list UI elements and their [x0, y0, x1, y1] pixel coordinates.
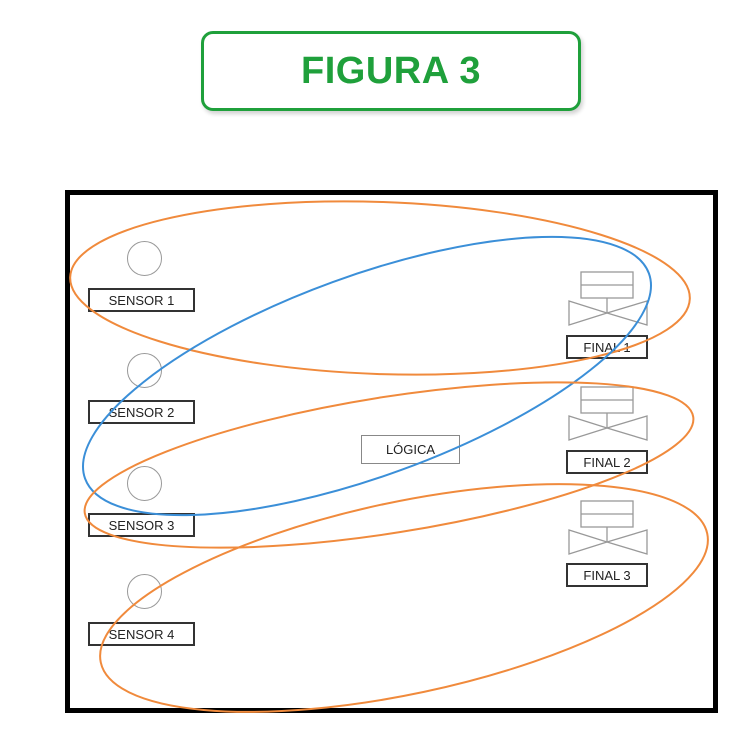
- sensor-3-label: SENSOR 3: [88, 513, 195, 537]
- sensor-3-circle-icon: [127, 466, 162, 501]
- final-3-label: FINAL 3: [566, 563, 648, 587]
- logic-box: LÓGICA: [361, 435, 460, 464]
- sensor-3-text: SENSOR 3: [108, 517, 175, 533]
- figure-title: FIGURA 3: [301, 49, 481, 92]
- sensor-1-circle-icon: [127, 241, 162, 276]
- group-ellipse-sensor3-final2: [83, 381, 695, 549]
- logic-text: LÓGICA: [385, 442, 436, 457]
- final-2-label: FINAL 2: [566, 450, 648, 474]
- sensor-4-label: SENSOR 4: [88, 622, 195, 646]
- group-ellipse-sensor1-final1: [69, 200, 691, 376]
- sensor-2-circle-icon: [127, 353, 162, 388]
- final-2-valve-icon: [568, 386, 648, 441]
- sensor-4-text: SENSOR 4: [108, 626, 175, 642]
- sensor-4-circle-icon: [127, 574, 162, 609]
- figure-title-box: FIGURA 3: [201, 31, 581, 111]
- final-3-valve-icon: [568, 500, 648, 555]
- group-ellipse-blue-sensors-logic-final1: [82, 235, 652, 517]
- final-3-text: FINAL 3: [583, 567, 631, 583]
- group-ellipse-sensor4-final3: [99, 483, 709, 713]
- sensor-1-text: SENSOR 1: [108, 292, 175, 308]
- final-1-valve-icon: [568, 271, 648, 326]
- sensor-2-text: SENSOR 2: [108, 404, 175, 420]
- sensor-1-label: SENSOR 1: [88, 288, 195, 312]
- sensor-2-label: SENSOR 2: [88, 400, 195, 424]
- final-2-text: FINAL 2: [583, 454, 631, 470]
